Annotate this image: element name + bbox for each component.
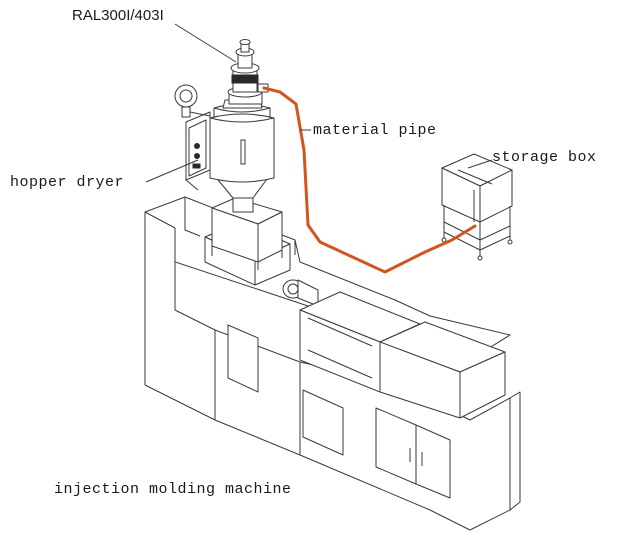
hopper-dryer	[174, 84, 283, 270]
leader-hopper-dryer	[145, 159, 199, 183]
machine-door-right	[415, 424, 451, 499]
material-pipe-label: material pipe	[313, 122, 437, 139]
storage-box-label: storage box	[492, 149, 597, 166]
model-label: RAL300I/403I	[72, 7, 164, 24]
machine-panel-middle	[302, 389, 344, 456]
hopper-loader	[227, 39, 269, 105]
leader-model	[174, 23, 237, 63]
machine-panel-left	[227, 324, 259, 393]
material-pipe	[262, 86, 477, 274]
injection-molding-machine-label: injection molding machine	[54, 481, 292, 498]
leader-storage-box	[467, 159, 493, 169]
hopper-dryer-label: hopper dryer	[10, 174, 125, 191]
storage-box	[441, 153, 513, 261]
